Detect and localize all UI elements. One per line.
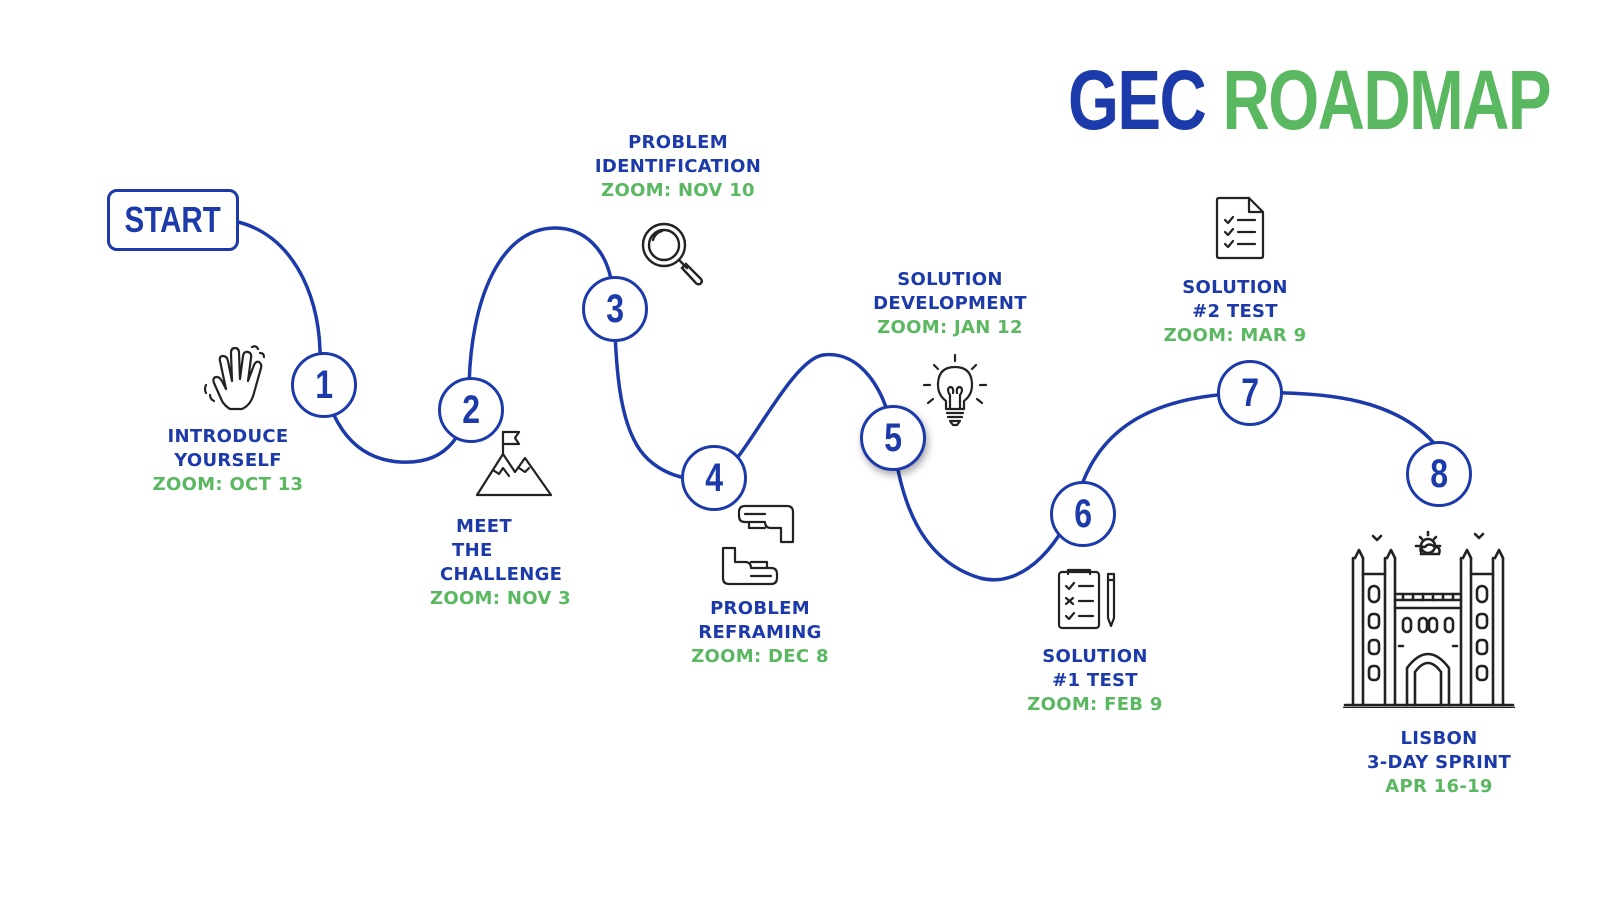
checklist-pencil-icon (1057, 568, 1116, 630)
step-label-7: SOLUTION #2 TEST ZOOM: MAR 9 (1155, 276, 1315, 348)
title-part-gec: GEC (1068, 53, 1207, 147)
step-name-line: #1 TEST (1052, 670, 1138, 691)
step-node-6: 6 (1050, 481, 1116, 547)
step-label-8: LISBON 3-DAY SPRINT APR 16-19 (1349, 727, 1529, 799)
step-number: 8 (1430, 451, 1448, 496)
step-node-2: 2 (438, 377, 504, 443)
step-node-5: 5 (860, 405, 926, 471)
step-name-line: SOLUTION (1042, 646, 1148, 667)
step-node-8: 8 (1406, 441, 1472, 507)
step-zoom-date: ZOOM: NOV 3 (430, 588, 571, 609)
step-label-4: PROBLEM REFRAMING ZOOM: DEC 8 (680, 597, 840, 669)
step-name-line: INTRODUCE (167, 426, 289, 447)
step-name-line: REFRAMING (698, 622, 822, 643)
step-zoom-date: ZOOM: JAN 12 (877, 317, 1023, 338)
cathedral-icon (1343, 530, 1515, 708)
step-zoom-date: ZOOM: DEC 8 (691, 646, 829, 667)
mountain-flag-icon (475, 430, 553, 497)
start-label: START (124, 199, 222, 240)
step-name-line: YOURSELF (174, 450, 282, 471)
step-zoom-date: APR 16-19 (1385, 776, 1493, 797)
step-label-5: SOLUTION DEVELOPMENT ZOOM: JAN 12 (855, 268, 1045, 340)
step-number: 2 (462, 387, 480, 432)
step-label-6: SOLUTION #1 TEST ZOOM: FEB 9 (1015, 645, 1175, 717)
step-node-3: 3 (582, 276, 648, 342)
step-label-1: INTRODUCE YOURSELF ZOOM: OCT 13 (148, 425, 308, 497)
step-node-1: 1 (291, 352, 357, 418)
lightbulb-icon (922, 353, 988, 427)
step-name-line: #2 TEST (1192, 301, 1278, 322)
step-name-line: 3-DAY SPRINT (1366, 752, 1512, 773)
step-name-line: IDENTIFICATION (594, 156, 762, 177)
step-number: 3 (606, 286, 624, 331)
step-name-line: DEVELOPMENT (873, 293, 1027, 314)
step-number: 1 (315, 362, 333, 407)
title-part-roadmap: ROADMAP (1222, 53, 1551, 147)
framing-hands-icon (721, 504, 795, 586)
step-node-4: 4 (681, 445, 747, 511)
step-name-line: SOLUTION (1182, 277, 1288, 298)
step-name-line: SOLUTION (897, 269, 1003, 290)
magnifier-icon (641, 222, 703, 286)
step-node-7: 7 (1217, 360, 1283, 426)
step-zoom-date: ZOOM: NOV 10 (601, 180, 755, 201)
step-number: 5 (884, 415, 902, 460)
step-name-line: CHALLENGE (440, 564, 563, 585)
start-box: START (107, 189, 239, 251)
checklist-document-icon (1215, 196, 1265, 260)
step-zoom-date: ZOOM: MAR 9 (1163, 325, 1307, 346)
step-zoom-date: ZOOM: FEB 9 (1027, 694, 1163, 715)
step-name-line: PROBLEM (628, 132, 728, 153)
step-name-line: MEET (456, 516, 512, 537)
waving-hand-icon (203, 345, 266, 411)
step-number: 6 (1074, 491, 1092, 536)
step-number: 7 (1241, 370, 1259, 415)
step-name-line: LISBON (1400, 728, 1478, 749)
step-label-3: PROBLEM IDENTIFICATION ZOOM: NOV 10 (583, 131, 773, 203)
step-zoom-date: ZOOM: OCT 13 (152, 474, 304, 495)
step-name-line: THE (452, 540, 493, 561)
step-name-line: PROBLEM (710, 598, 810, 619)
step-number: 4 (705, 455, 723, 500)
step-label-2: MEET THE CHALLENGE ZOOM: NOV 3 (430, 515, 580, 611)
